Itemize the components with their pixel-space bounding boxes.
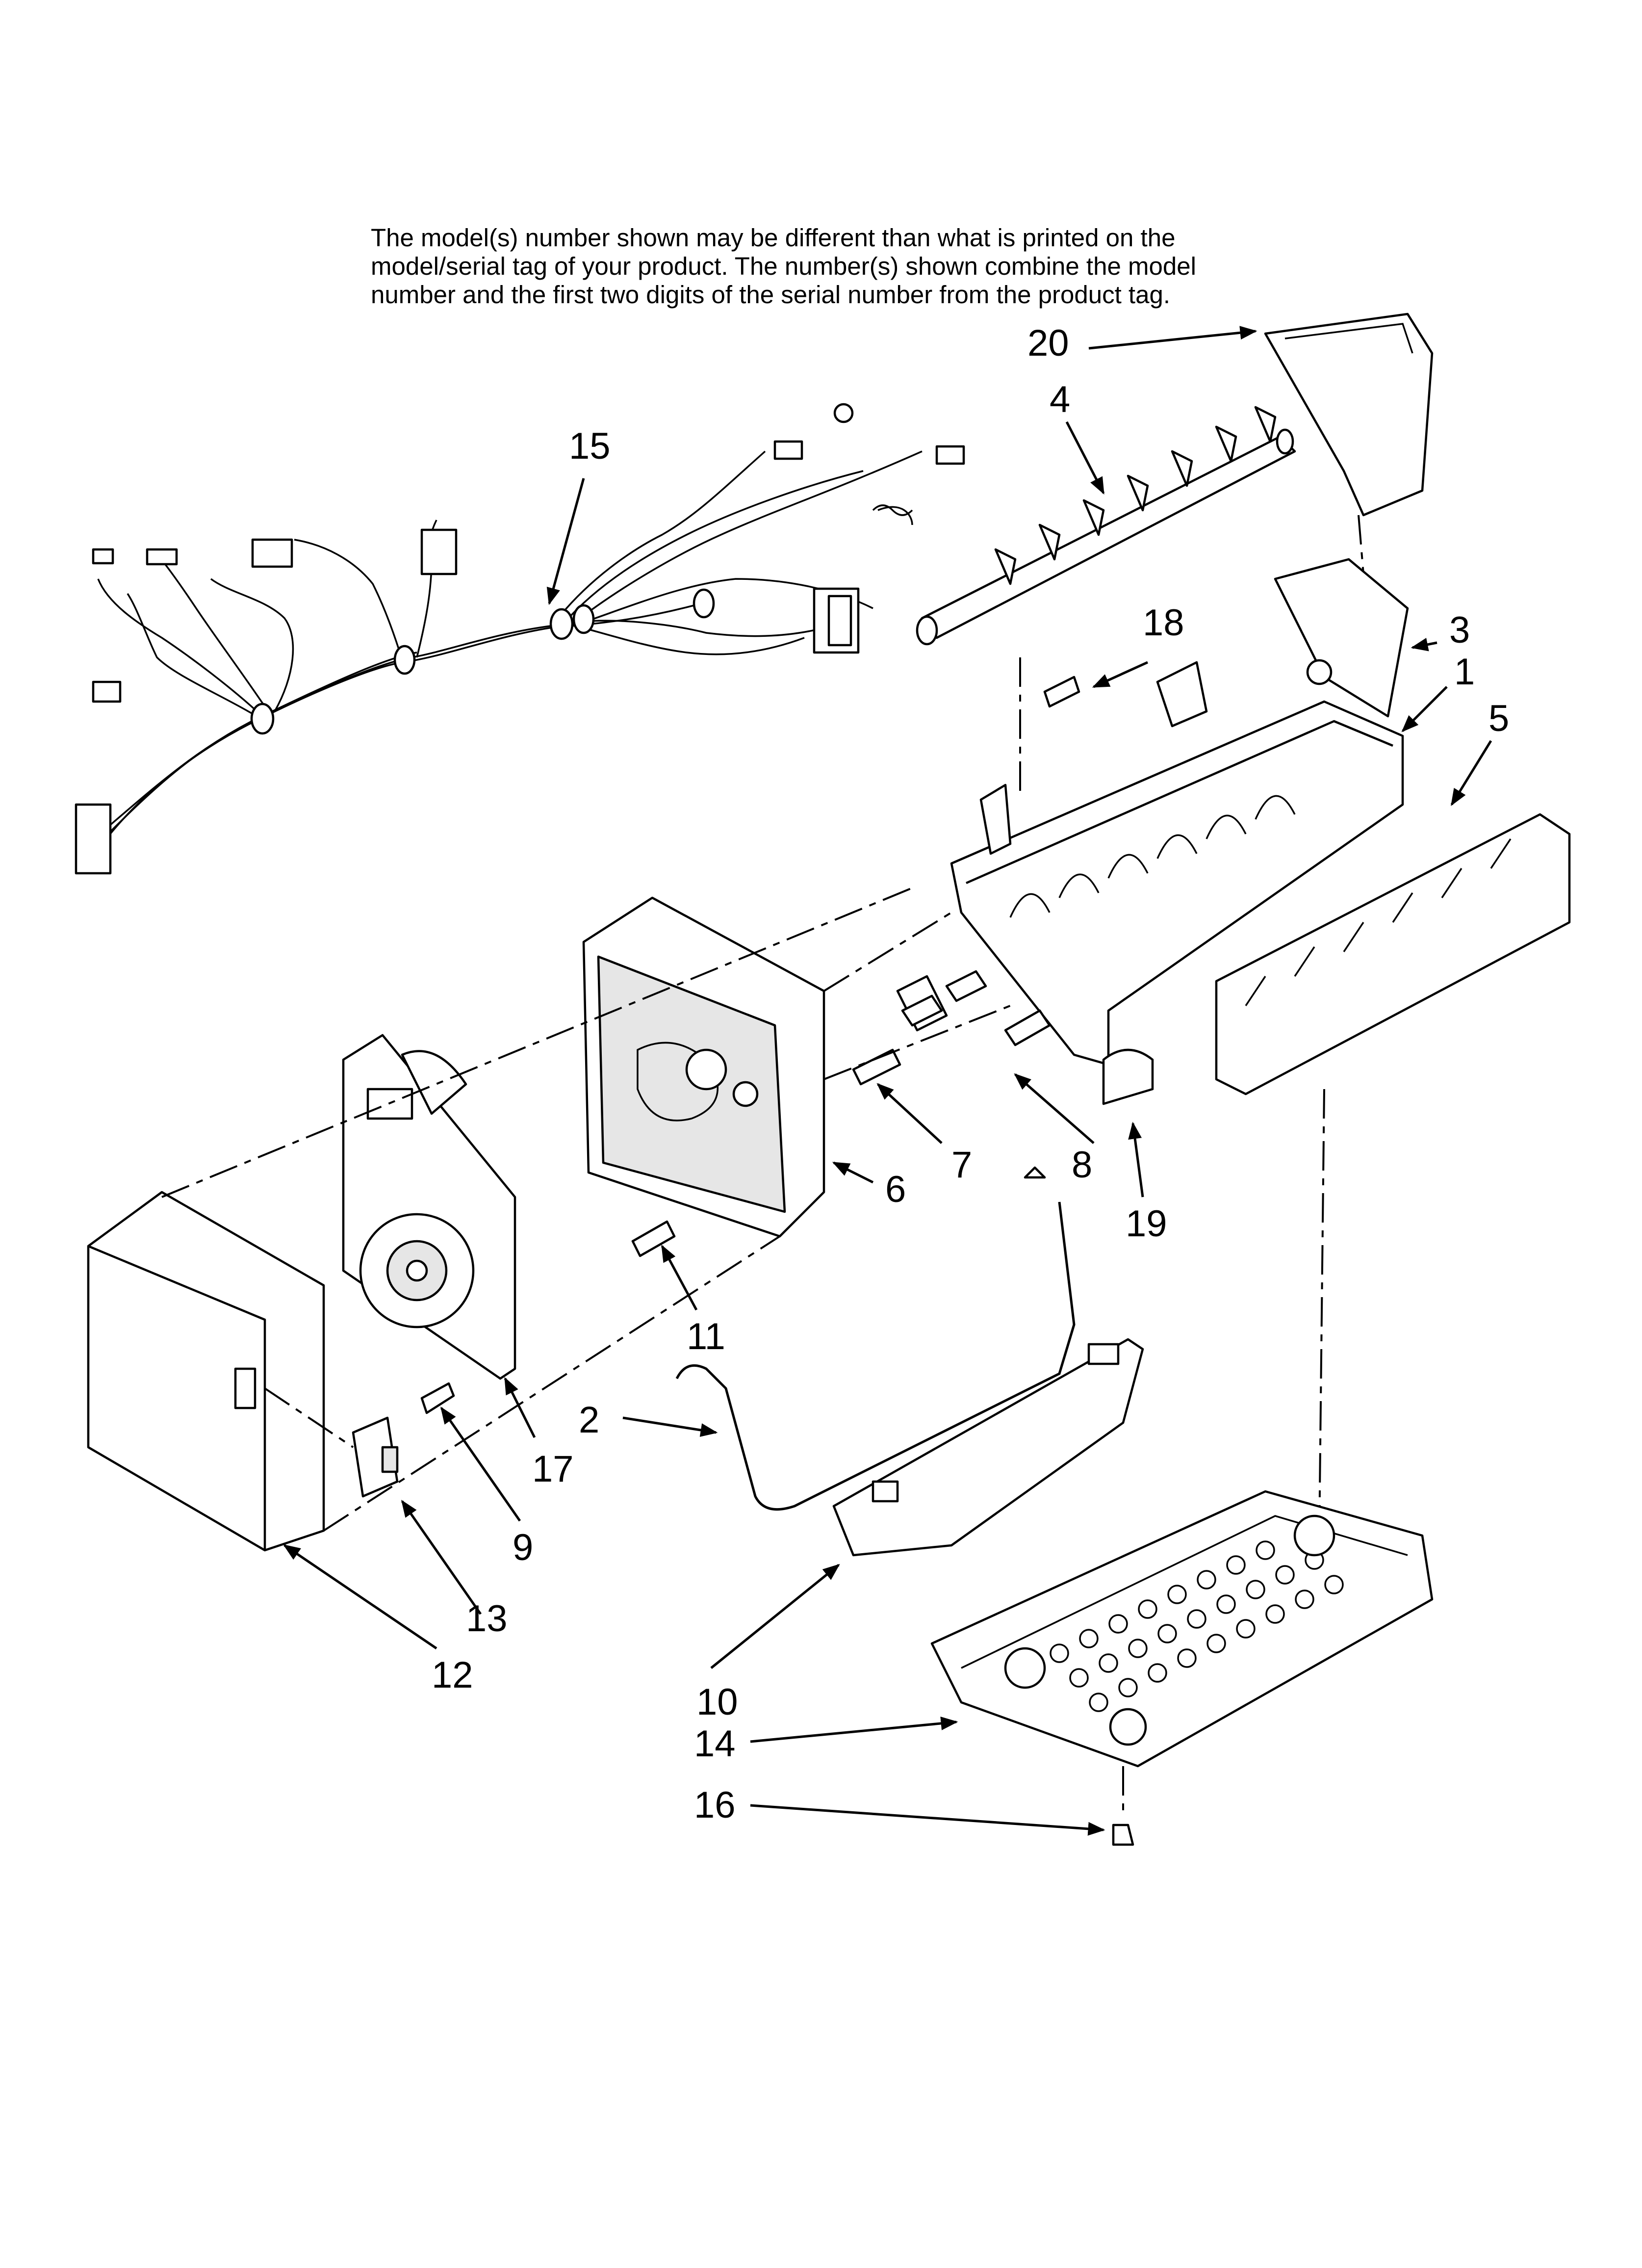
fill-trough — [1274, 558, 1409, 718]
callout-2: 2 — [579, 1399, 599, 1441]
callout-8: 8 — [1072, 1144, 1092, 1186]
model-number-note: The model(s) number shown may be differe… — [371, 224, 1450, 309]
stripper — [1215, 813, 1571, 1536]
callout-4: 4 — [1050, 379, 1070, 420]
motor-module — [342, 1034, 516, 1380]
shutoff-arm — [675, 1166, 1076, 1511]
module-housing — [582, 896, 825, 1238]
note-line-3: number and the first two digits of the s… — [371, 281, 1170, 309]
ejector-blade — [916, 406, 1296, 646]
callout-19: 19 — [1126, 1203, 1167, 1245]
callout-3: 3 — [1449, 609, 1470, 651]
callout-12: 12 — [432, 1654, 473, 1696]
callout-10: 10 — [696, 1681, 738, 1723]
callout-7: 7 — [951, 1144, 972, 1186]
callout-6: 6 — [885, 1169, 906, 1210]
callout-13: 13 — [466, 1598, 508, 1640]
fill-cup — [1264, 313, 1434, 574]
callout-numbers: 20 4 15 18 3 1 5 8 7 6 19 11 2 17 9 13 1… — [432, 322, 1509, 1826]
ice-mold — [950, 657, 1404, 1066]
callout-9: 9 — [513, 1527, 533, 1568]
callout-1: 1 — [1454, 651, 1475, 693]
note-line-2: model/serial tag of your product. The nu… — [371, 252, 1196, 280]
callout-20: 20 — [1027, 322, 1069, 364]
module-cover — [87, 1191, 325, 1552]
rocker-switch — [352, 1416, 399, 1498]
small-parts — [420, 676, 1154, 1846]
callout-16: 16 — [694, 1784, 736, 1826]
bail-arm-cover — [832, 1338, 1144, 1557]
alignment-lines — [161, 887, 1011, 1532]
note-line-1: The model(s) number shown may be differe… — [371, 224, 1176, 252]
ice-bin — [930, 1490, 1434, 1768]
callout-11: 11 — [687, 1316, 725, 1357]
callout-15: 15 — [569, 425, 611, 467]
callout-18: 18 — [1143, 602, 1184, 644]
callout-5: 5 — [1488, 698, 1509, 739]
wiring-harness — [75, 403, 965, 875]
leader-lines — [283, 326, 1492, 1836]
callout-17: 17 — [532, 1448, 574, 1490]
callout-14: 14 — [694, 1723, 736, 1765]
